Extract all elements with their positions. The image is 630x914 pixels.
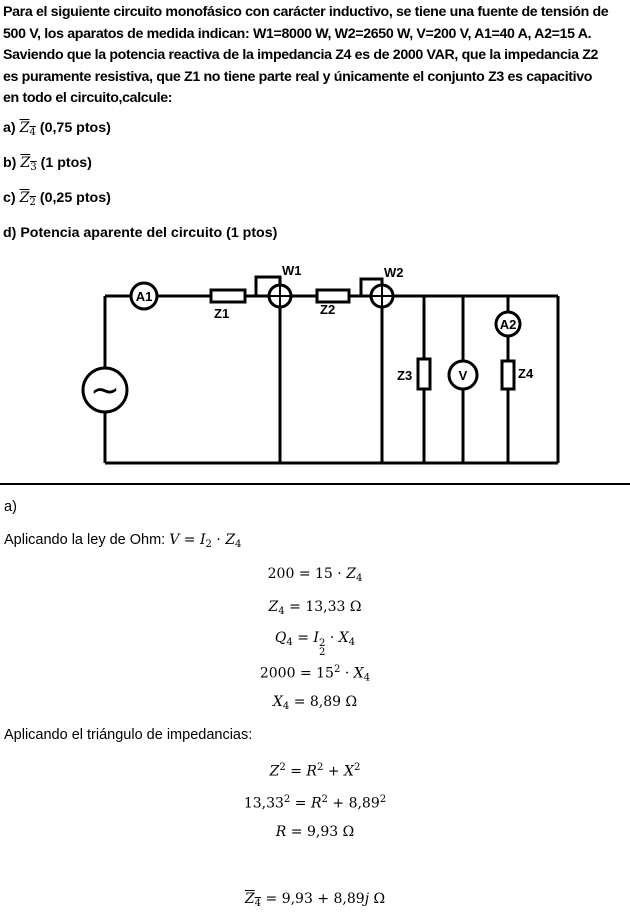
z3-bar-symbol: Z3 [20, 155, 37, 174]
equation-z4-complex: Z4 = 9,93 + 8,89j Ω [244, 891, 386, 910]
impedance-z2 [315, 288, 351, 304]
impedance-z1 [209, 288, 247, 304]
problem-line-3: Saviendo que la potencia reactiva de la … [3, 47, 599, 63]
ac-source-icon [81, 366, 129, 414]
question-a: a) Z4 (0,75 ptos) [3, 120, 111, 139]
equation-impedance-triangle: Z2 = R2 + X2 [269, 762, 361, 780]
ohm-law-line: Aplicando la ley de Ohm: V = I2 · Z4 [4, 532, 242, 551]
label-a1: A1 [136, 289, 153, 304]
triangle-text: Aplicando el triángulo de impedancias: [4, 727, 253, 743]
problem-line-4: es puramente resistiva, que Z1 no tiene … [3, 68, 593, 85]
label-z1: Z1 [214, 306, 229, 321]
label-v: V [459, 368, 468, 383]
solution-part-label: a) [4, 499, 17, 515]
equation-x4-result: X4 = 8,89 Ω [272, 694, 358, 713]
equation-triangle-substituted: 13,332 = R2 + 8,892 [243, 794, 387, 812]
impedance-z3 [416, 357, 432, 391]
problem-line-1: Para el siguiente circuito monofásico co… [3, 4, 609, 20]
problem-statement: Para el siguiente circuito monofásico co… [3, 2, 627, 110]
equation-z4-result: Z4 = 13,33 Ω [268, 599, 362, 618]
label-w2: W2 [384, 265, 404, 280]
label-z4: Z4 [518, 366, 534, 381]
ohm-formula: V = I2 · Z4 [169, 532, 242, 551]
circuit-diagram: ~ A1 A2 V W1 W2 Z1 Z2 Z3 Z4 [81, 263, 560, 465]
ammeter-a1-icon [129, 281, 159, 311]
question-c: c) Z2 (0,25 ptos) [3, 190, 111, 209]
section-divider [0, 483, 630, 485]
label-z3: Z3 [397, 368, 412, 383]
problem-line-2: 500 V, los aparatos de medida indican: W… [3, 25, 592, 42]
question-d: d) Potencia aparente del circuito (1 pto… [3, 225, 278, 241]
z2-bar-symbol: Z2 [19, 190, 36, 209]
label-z2: Z2 [320, 302, 335, 317]
question-b: b) Z3 (1 ptos) [3, 155, 92, 174]
voltmeter-icon [447, 359, 479, 391]
label-a2: A2 [500, 317, 517, 332]
equation-reactive-substituted: 2000 = 152 · X4 [259, 664, 371, 684]
equation-r-result: R = 9,93 Ω [275, 824, 355, 840]
source-tilde: ~ [90, 370, 120, 411]
ammeter-a2-icon [494, 310, 522, 338]
impedance-z4 [500, 359, 516, 391]
label-w1: W1 [282, 263, 302, 278]
z4-bar-symbol: Z4 [19, 120, 36, 139]
equation-ohm-substituted: 200 = 15 · Z4 [267, 566, 363, 585]
problem-line-5: en todo el circuito,calcule: [3, 90, 173, 106]
